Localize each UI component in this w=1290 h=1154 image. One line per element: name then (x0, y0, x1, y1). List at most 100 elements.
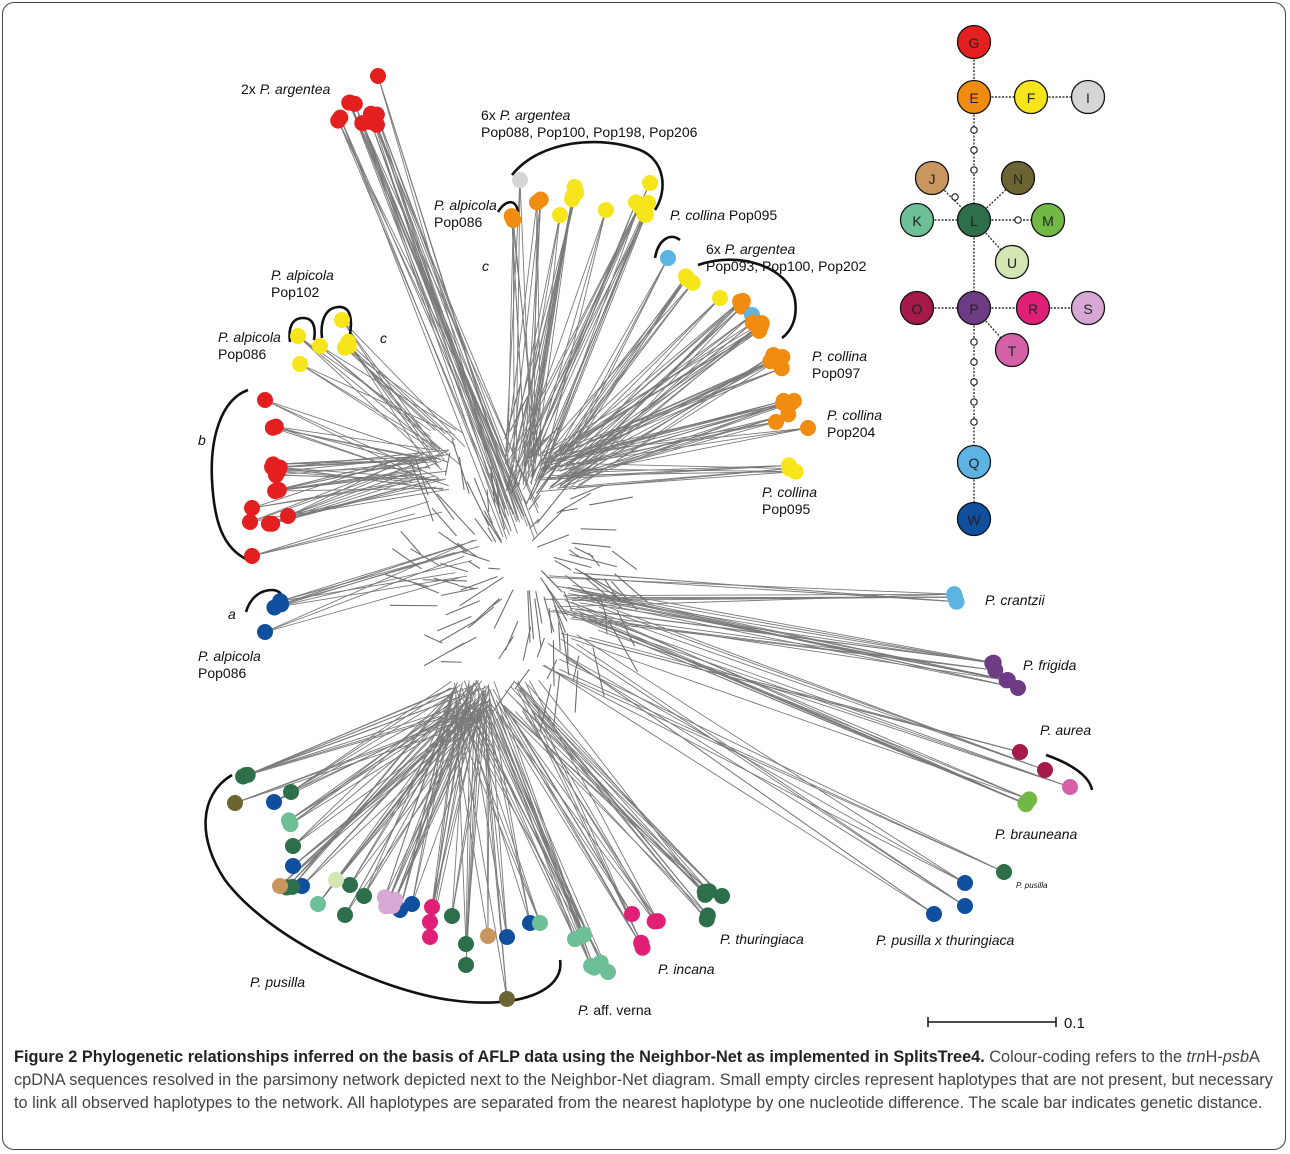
haplotype-network-edges (917, 42, 1088, 519)
tip-point (257, 624, 273, 640)
tip-point (499, 991, 515, 1007)
tip-point (768, 414, 784, 430)
network-branch (560, 402, 784, 489)
missing-haplotype-node (970, 338, 978, 346)
network-branch (349, 716, 479, 886)
network-branch (251, 511, 443, 557)
tip-points (227, 68, 1078, 1007)
network-branch (598, 606, 1046, 771)
haplotype-label-G: G (969, 35, 980, 51)
network-core-split (535, 591, 543, 624)
network-branch (539, 278, 688, 480)
tip-point (280, 508, 296, 524)
tip-point (699, 907, 716, 924)
network-branch (450, 714, 489, 937)
network-core-split (440, 562, 469, 573)
network-core-split (409, 461, 427, 501)
network-branch (319, 345, 457, 431)
haplotype-label-M: M (1042, 213, 1054, 229)
network-core-split (488, 567, 501, 570)
network-branch (512, 219, 538, 456)
bracket-alpicola-102 (320, 305, 353, 339)
network-branch (264, 399, 449, 463)
figure-caption: Figure 2 Phylogenetic relationships infe… (14, 1046, 1276, 1115)
tip-point (998, 672, 1015, 689)
network-branch (297, 335, 443, 471)
network-branch (251, 500, 429, 557)
network-branch (568, 278, 688, 452)
network-branch (465, 684, 480, 966)
label-aff-verna: P. aff. verna (578, 1002, 652, 1018)
network-core-split (523, 430, 543, 466)
network-core-split (462, 551, 490, 562)
network-core-split (536, 637, 545, 658)
network-core-split (530, 436, 550, 459)
missing-haplotype-node (1014, 216, 1022, 224)
label-alpicola-086-top-pop: Pop086 (434, 214, 482, 230)
network-core-split (392, 548, 422, 570)
tip-point (422, 914, 438, 930)
tip-point (273, 596, 290, 613)
network-branch (376, 124, 523, 502)
network-branch (297, 335, 440, 453)
label-collina-097: P. collina (812, 348, 867, 364)
tip-point (957, 898, 973, 914)
label-alpicola-102-pop: Pop102 (271, 284, 319, 300)
tip-point (947, 589, 964, 606)
network-branch (533, 199, 573, 476)
network-branch (516, 688, 642, 943)
network-branch (545, 301, 741, 465)
network-core-split (565, 574, 601, 604)
network-branch (557, 468, 790, 489)
network-branch (546, 576, 955, 595)
network-branch (349, 102, 508, 503)
network-edges (234, 75, 1071, 1000)
network-core-split (459, 576, 504, 607)
tip-point (337, 907, 353, 923)
network-core-split (585, 577, 623, 609)
network-branch (548, 257, 669, 467)
network-branch (539, 367, 782, 470)
missing-haplotype-node (970, 418, 978, 426)
network-core-split (614, 573, 649, 603)
haplotype-label-L: L (970, 213, 978, 229)
network-core-split (414, 458, 429, 496)
tip-point (744, 314, 761, 331)
tip-point (283, 784, 299, 800)
label-alpicola-086-low-pop: Pop086 (198, 665, 246, 681)
haplotype-label-N: N (1013, 171, 1023, 187)
caption-title: Figure 2 Phylogenetic relationships infe… (14, 1048, 985, 1066)
network-branch (529, 680, 659, 922)
network-core-split (466, 481, 490, 527)
network-branch (542, 664, 966, 884)
network-core-split (531, 506, 567, 542)
tip-point (633, 934, 650, 951)
network-branch (476, 680, 602, 963)
tip-point (239, 766, 256, 783)
label-a: a (228, 606, 236, 622)
network-branch (234, 707, 487, 804)
network-branch (534, 202, 649, 482)
network-branch (287, 451, 421, 517)
network-branch (526, 196, 573, 487)
label-collina-095-bottom-pop: Pop095 (762, 501, 810, 517)
network-core-split (483, 510, 502, 542)
tip-point (646, 913, 663, 930)
network-branch (564, 600, 1046, 771)
network-branch (429, 691, 485, 938)
label-pusilla-small: P. pusilla (1016, 881, 1048, 890)
missing-haplotype-node (970, 126, 978, 134)
scale-bar: 0.1 (927, 1015, 1085, 1032)
scale-bar-label: 0.1 (1064, 1015, 1085, 1032)
haplotype-node-P (956, 290, 992, 326)
network-branch (348, 345, 446, 434)
network-branch (539, 314, 753, 479)
network-core-split (529, 518, 540, 529)
network-core-split (436, 493, 476, 536)
haplotype-label-S: S (1083, 301, 1092, 317)
network-core-split (610, 580, 638, 611)
tip-point (244, 500, 260, 516)
network-branch (299, 363, 441, 450)
network-branch (597, 629, 1071, 788)
